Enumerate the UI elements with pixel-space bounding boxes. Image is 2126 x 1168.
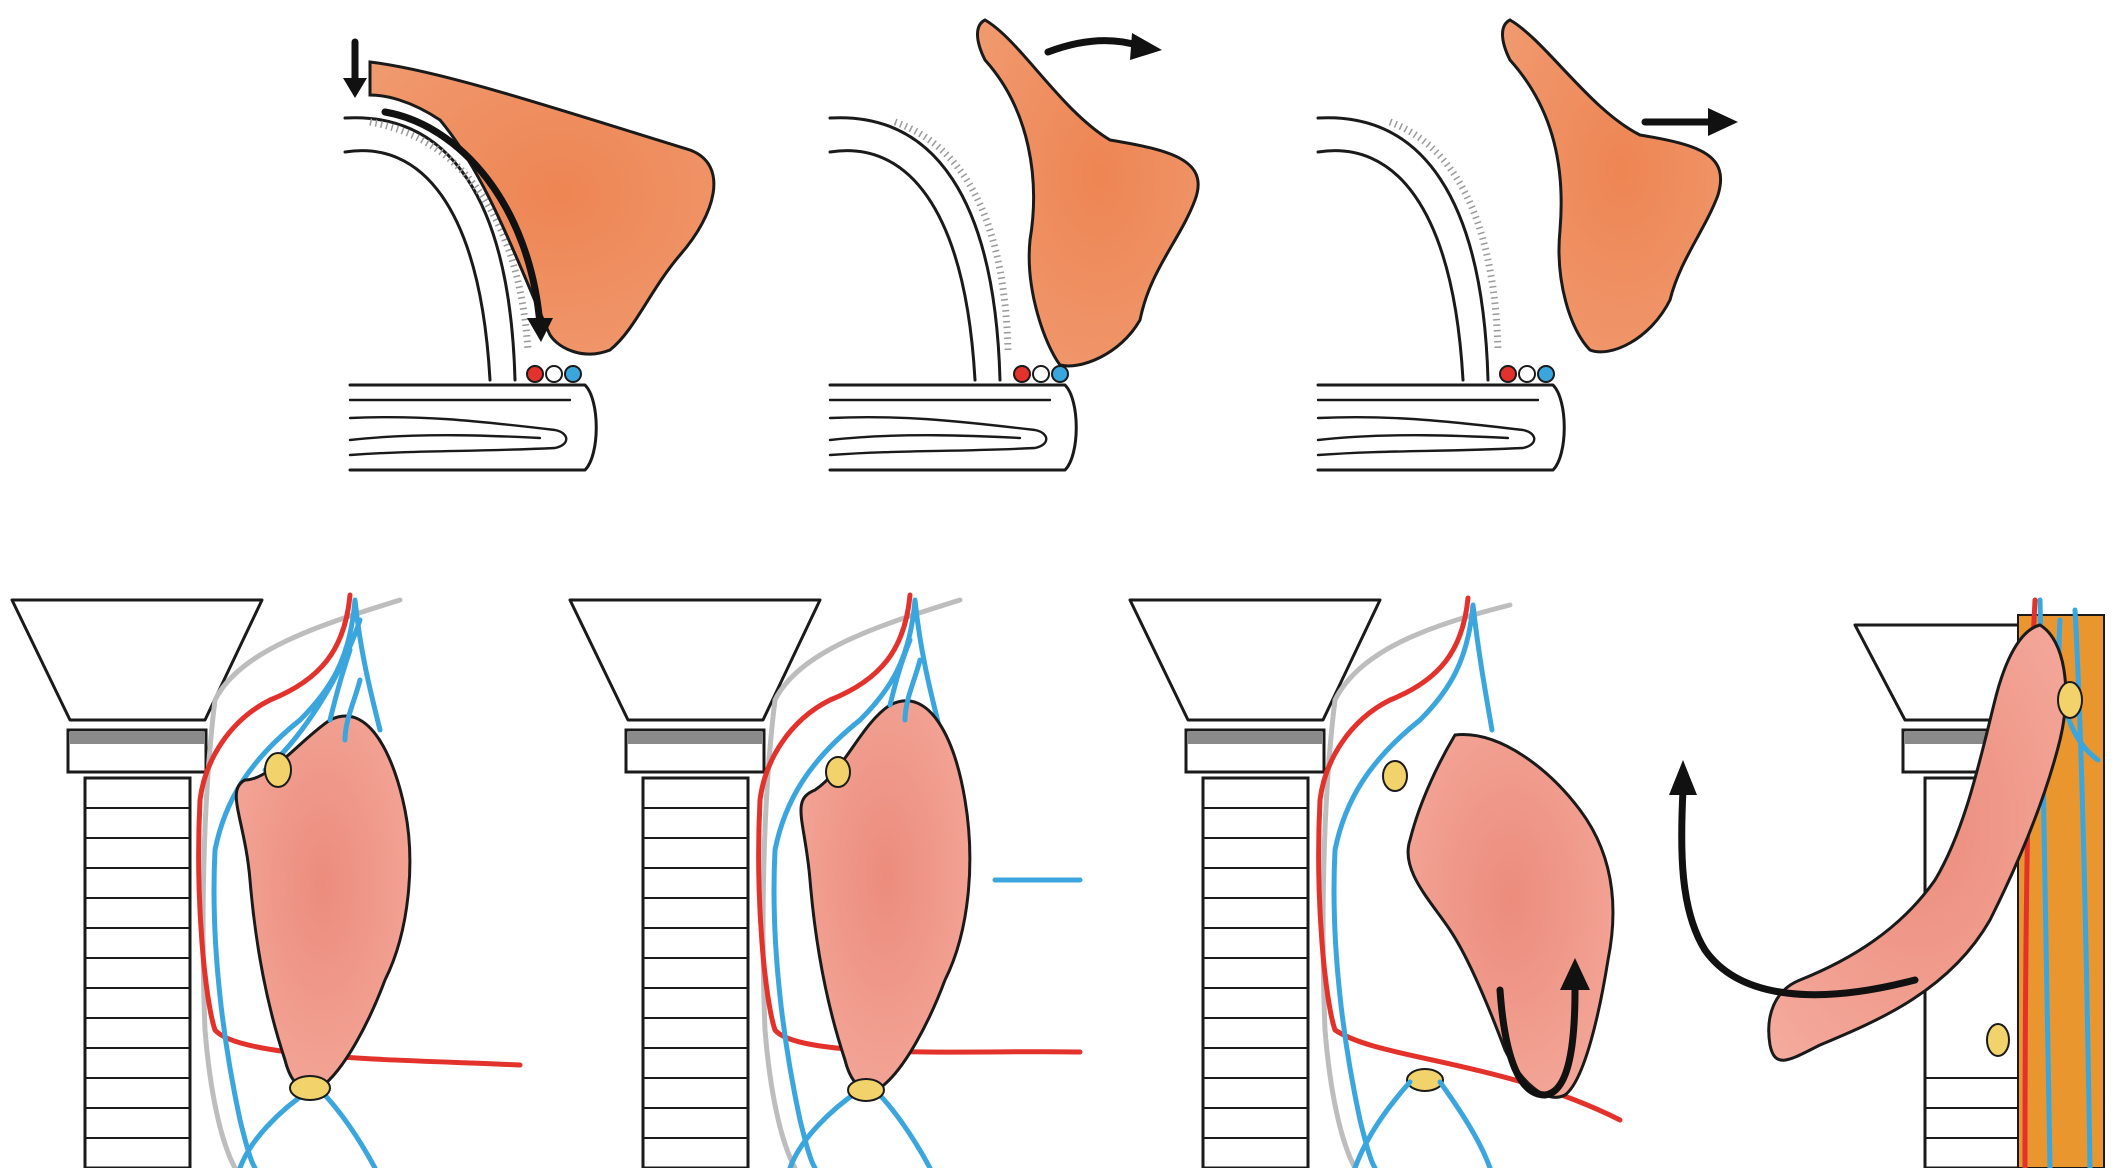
curved-up-arrow [1669,760,1919,999]
flap-tissue [1501,18,1723,354]
right-arrow [1641,108,1738,136]
bottom-panel-2 [568,592,1083,1168]
column-rungs [643,807,748,1139]
node-upper [1382,760,1408,792]
top-panel-2 [828,18,1200,472]
gray-line [200,597,403,1168]
flap-tissue [976,18,1200,368]
column-rungs [1925,1077,2020,1139]
red-vessel [1316,595,1623,1123]
blue-vessel [1331,602,1495,1168]
column-rungs [85,807,190,1139]
node-upper [825,756,851,788]
grated-column [1201,776,1310,1168]
flap-tissue [234,714,412,1092]
node-lower [289,1075,331,1101]
tooth-root [348,383,598,472]
u-turn-arrow [1496,958,1590,1099]
vessel-nodes [1013,365,1069,383]
down-arrow [343,38,367,98]
node-lower [1986,1023,2010,1057]
node-upper [2057,681,2083,719]
node-lower [1406,1068,1444,1092]
flap-tissue [799,699,972,1092]
bottom-panel-3 [1128,595,1623,1168]
column-rungs [1203,807,1308,1139]
curved-descending-arrow [381,108,553,342]
bone-arch [1316,116,1490,382]
grated-column [83,776,192,1168]
mucosa-hatching [893,118,1012,351]
tooth-root [1316,383,1566,472]
trapezoid-block [10,598,264,722]
curved-rightward-arrow [1044,33,1162,60]
node-upper [264,752,292,788]
mucosa-hatching [1388,118,1502,351]
top-panel-1 [343,38,716,472]
grated-column [641,776,750,1168]
blue-vessel [771,597,1083,1168]
bottom-panel-4 [1669,597,2105,1168]
gray-line [760,597,963,1168]
trapezoid-block [568,598,822,722]
trapezoid-block [1128,598,1382,722]
bottom-panel-1 [10,592,523,1168]
top-panel-3 [1316,18,1738,472]
vessel-nodes [1499,365,1555,383]
gray-line [1320,602,1513,1168]
flap-tissue [1767,623,2068,1062]
tooth-root [828,383,1078,472]
node-lower [847,1078,885,1102]
bone-arch [828,116,1002,382]
vessel-nodes [526,365,582,383]
